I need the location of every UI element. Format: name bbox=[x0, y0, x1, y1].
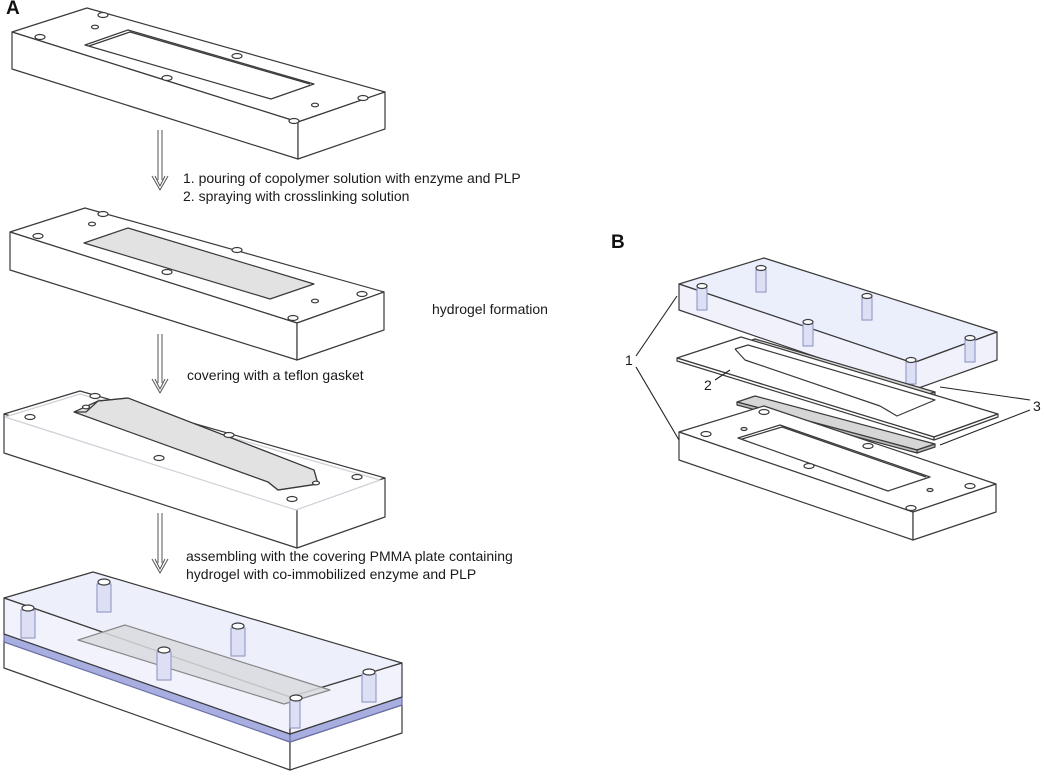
step-hydrogel-text: hydrogel formation bbox=[432, 301, 548, 317]
callout-3: 3 bbox=[1033, 398, 1041, 414]
step-spray-text: 2. spraying with crosslinking solution bbox=[183, 188, 410, 204]
step-pour-text: 1. pouring of copolymer solution with en… bbox=[183, 170, 521, 186]
plate-assembled bbox=[3, 571, 403, 771]
leader-lines bbox=[635, 295, 1031, 446]
plate-empty bbox=[11, 7, 386, 160]
process-arrow-3 bbox=[151, 513, 169, 574]
process-arrow-2 bbox=[151, 334, 169, 394]
plate-hydrogel bbox=[9, 207, 385, 361]
step-gasket-text: covering with a teflon gasket bbox=[187, 367, 364, 383]
callout-2: 2 bbox=[704, 377, 712, 393]
panel-label-b: B bbox=[611, 232, 625, 253]
exploded-gasket bbox=[676, 336, 999, 441]
plate-gasket bbox=[3, 390, 386, 549]
step-assemble-text-2: hydrogel with co-immobilized enzyme and … bbox=[186, 566, 477, 582]
callout-1: 1 bbox=[625, 352, 633, 368]
exploded-base-plate bbox=[678, 405, 997, 541]
process-arrow-1 bbox=[151, 130, 169, 191]
step-assemble-text-1: assembling with the covering PMMA plate … bbox=[186, 548, 513, 564]
exploded-top-plate bbox=[678, 257, 998, 391]
panel-label-a: A bbox=[6, 0, 20, 19]
